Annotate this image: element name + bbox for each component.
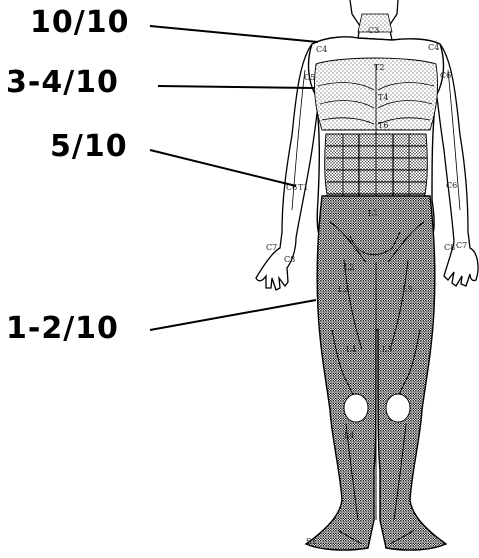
- right-knee: [386, 394, 410, 422]
- dermatome-mark: L1: [368, 209, 378, 218]
- dermatome-mark: L3: [338, 285, 348, 294]
- dermatome-mark: C7: [266, 243, 277, 252]
- label-neck-shoulders: 10/10: [30, 8, 129, 38]
- dermatome-mark: T2: [374, 63, 384, 72]
- dermatome-mark: C6: [440, 71, 451, 80]
- dermatome-mark: T6: [378, 121, 388, 130]
- label-abdomen: 5/10: [50, 132, 128, 162]
- dermatome-mark: T4: [378, 93, 388, 102]
- leader-line-5: [150, 150, 296, 186]
- dermatome-mark: T1: [298, 183, 308, 192]
- dermatome-mark: S1: [306, 537, 317, 546]
- leader-line-3-4: [158, 86, 314, 88]
- dermatome-mark: L2: [344, 263, 354, 272]
- leader-line-1-2: [150, 300, 316, 330]
- dermatome-mark: L5: [382, 345, 392, 354]
- left-knee: [344, 394, 368, 422]
- dermatome-mark: L3: [402, 285, 412, 294]
- label-chest: 3-4/10: [6, 68, 119, 98]
- leader-line-10: [150, 26, 318, 42]
- dermatome-mark: C4: [316, 45, 327, 54]
- label-legs: 1-2/10: [6, 314, 119, 344]
- dermatome-mark: C7: [456, 241, 467, 250]
- dermatome-mark: C3: [368, 26, 379, 35]
- dermatome-mark: C5: [304, 73, 315, 82]
- dermatome-mark: L4: [346, 345, 356, 354]
- dermatome-mark: C6: [446, 181, 457, 190]
- dermatome-mark: C8: [444, 243, 455, 252]
- dermatome-mark: C4: [428, 43, 439, 52]
- dermatome-mark: L4: [344, 431, 354, 440]
- dermatome-mark: C8: [284, 255, 295, 264]
